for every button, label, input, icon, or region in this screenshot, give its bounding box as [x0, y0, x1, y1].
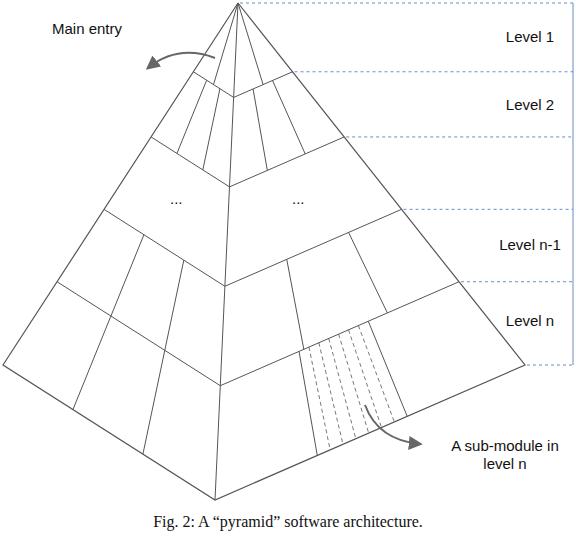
module-divider — [143, 350, 165, 454]
level-label: Level n — [506, 312, 554, 330]
module-divider — [287, 259, 304, 349]
level-boundary — [104, 209, 225, 286]
module-divider — [73, 316, 111, 410]
module-divider — [349, 232, 388, 312]
ellipsis: ... — [170, 190, 183, 208]
level-boundary — [57, 282, 220, 386]
module-divider — [177, 80, 207, 153]
level-label: Level 2 — [506, 96, 554, 114]
level-tick — [527, 365, 573, 366]
pyramid-outline — [3, 3, 525, 500]
level-tick — [295, 71, 573, 72]
level-boundary — [220, 282, 459, 386]
module-divider — [165, 260, 184, 350]
pyramid-drawing — [3, 3, 525, 500]
level-boundary — [229, 137, 344, 187]
module-divider — [299, 351, 317, 455]
level-label: Level n-1 — [499, 236, 561, 254]
pyramid-ridge — [215, 3, 238, 500]
level-tick — [461, 281, 573, 282]
level-tick — [404, 209, 573, 210]
sub-module-hatch — [358, 326, 394, 422]
ellipsis: ... — [292, 190, 305, 208]
level-axis — [573, 3, 574, 365]
module-divider — [213, 3, 238, 85]
level-boundary — [151, 137, 229, 187]
callout-label: Main entry — [52, 20, 122, 38]
figure-caption: Fig. 2: A “pyramid” software architectur… — [149, 512, 427, 531]
level-label: Level 1 — [506, 28, 554, 46]
sub-module-hatch — [309, 347, 330, 450]
sub-module-arrow — [365, 405, 420, 444]
module-divider — [273, 81, 306, 154]
level-tick — [240, 3, 573, 4]
sub-module-hatch — [319, 343, 343, 444]
module-divider — [111, 235, 144, 316]
level-tick — [346, 136, 573, 137]
module-divider — [203, 89, 220, 170]
sub-module-hatch — [329, 338, 356, 438]
module-divider — [238, 3, 263, 85]
main-entry-arrow — [148, 53, 215, 68]
sub-module-hatch — [339, 334, 369, 433]
module-divider — [253, 89, 267, 170]
level-bracket — [240, 3, 573, 365]
level-boundary — [225, 209, 402, 286]
sub-module-hatch — [349, 330, 382, 428]
level-boundary — [234, 72, 293, 98]
callout-label: A sub-module in level n — [447, 437, 563, 473]
